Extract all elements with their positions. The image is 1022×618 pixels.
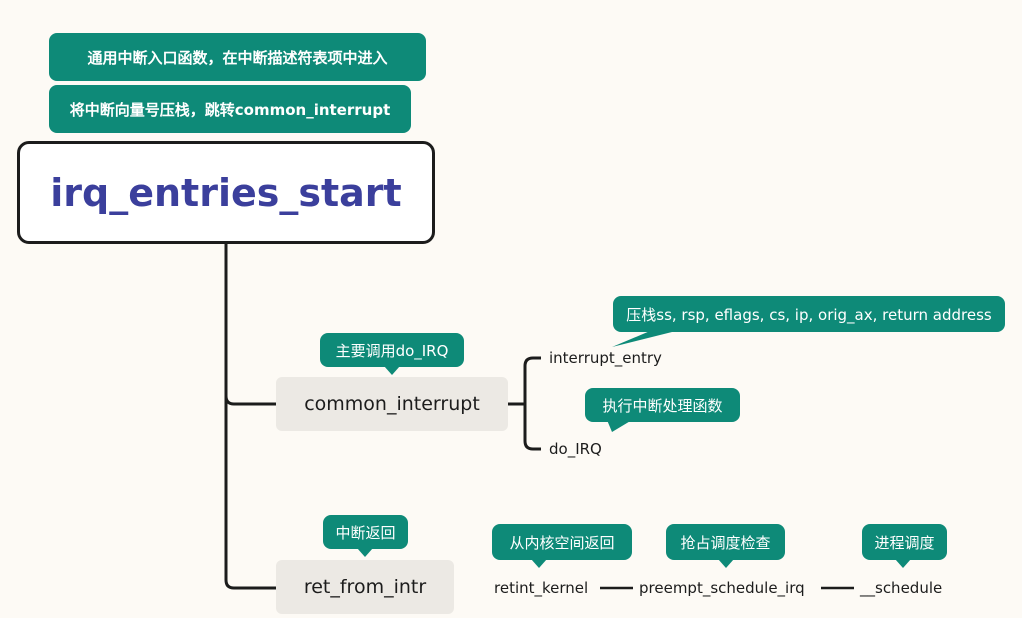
- preempt-schedule-callout: 抢占调度检查: [666, 524, 785, 560]
- do-irq-node[interactable]: do_IRQ: [549, 440, 602, 458]
- schedule-callout: 进程调度: [862, 524, 947, 560]
- callout-pointer-icon: [531, 559, 547, 568]
- root-topic[interactable]: irq_entries_start: [17, 141, 435, 244]
- retint-kernel-node[interactable]: retint_kernel: [494, 579, 589, 597]
- root-note-2: 将中断向量号压栈，跳转common_interrupt: [49, 85, 411, 133]
- preempt-schedule-irq-node[interactable]: preempt_schedule_irq: [639, 579, 805, 597]
- do-irq-callout: 执行中断处理函数: [585, 388, 740, 422]
- root-title: irq_entries_start: [50, 170, 402, 215]
- callout-pointer-icon: [384, 366, 400, 375]
- common-interrupt-callout: 主要调用do_IRQ: [320, 333, 464, 367]
- interrupt-entry-callout: 压栈ss, rsp, eflags, cs, ip, orig_ax, retu…: [613, 296, 1005, 332]
- ret-from-intr-node[interactable]: ret_from_intr: [276, 560, 454, 614]
- interrupt-entry-node[interactable]: interrupt_entry: [549, 349, 662, 367]
- root-note-1: 通用中断入口函数，在中断描述符表项中进入: [49, 33, 426, 81]
- schedule-node[interactable]: __schedule: [860, 579, 943, 597]
- callout-pointer-icon: [718, 559, 734, 568]
- ret-from-intr-callout: 中断返回: [323, 515, 408, 549]
- common-interrupt-node[interactable]: common_interrupt: [276, 377, 508, 431]
- retint-kernel-callout: 从内核空间返回: [492, 524, 632, 560]
- callout-pointer-icon: [895, 559, 911, 568]
- callout-pointer-icon: [357, 548, 373, 557]
- common-interrupt-label: common_interrupt: [304, 393, 480, 415]
- ret-from-intr-label: ret_from_intr: [303, 576, 427, 598]
